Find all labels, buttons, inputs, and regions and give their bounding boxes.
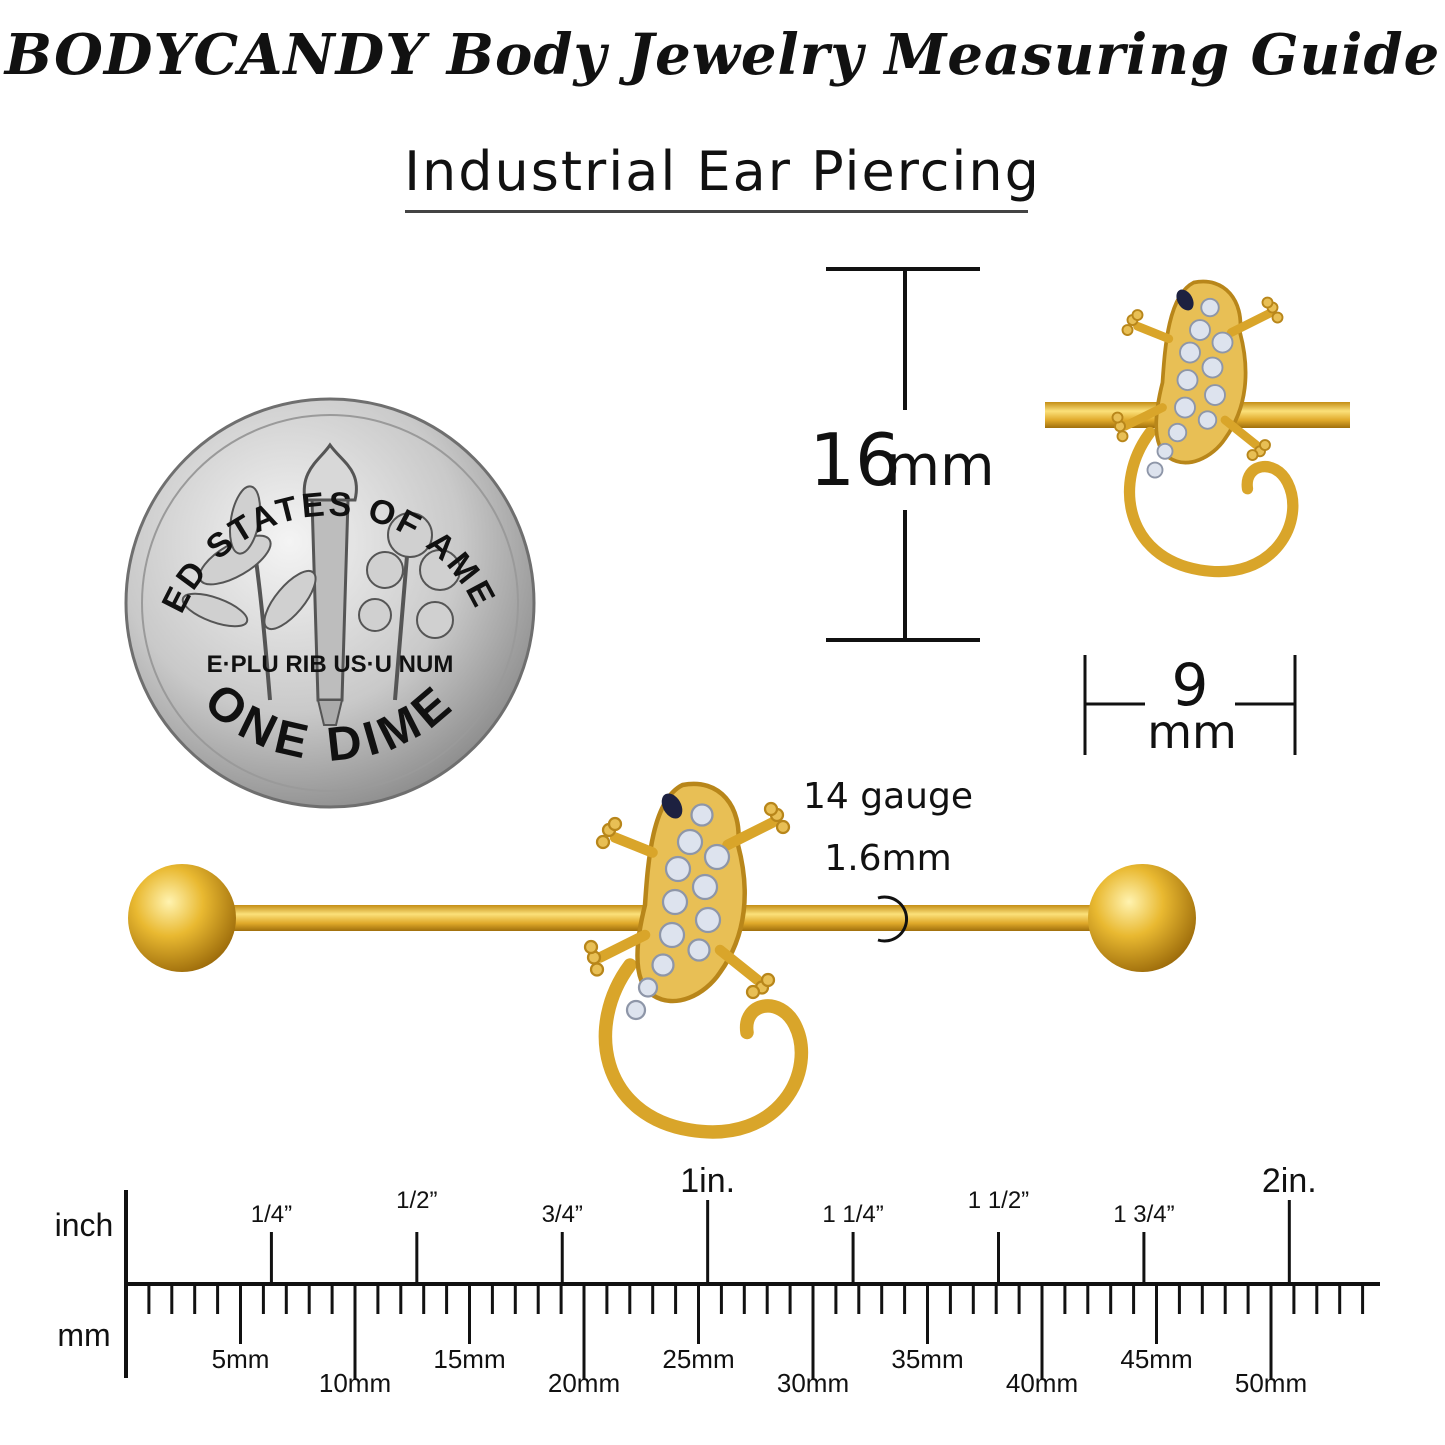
height-unit: mm: [885, 434, 994, 499]
height-value: 16: [809, 418, 901, 502]
inch-label: 1 1/4”: [822, 1201, 883, 1228]
inch-label: 1/2”: [396, 1187, 437, 1214]
gauge-mm-label: 1.6mm: [824, 838, 951, 879]
barbell-right-ball: [1088, 864, 1196, 972]
height-dimension: [826, 267, 980, 642]
inch-label: 2in.: [1262, 1162, 1317, 1200]
barbell-left-ball: [128, 864, 236, 972]
width-value: 9: [1172, 651, 1209, 719]
inch-label: 1 3/4”: [1113, 1201, 1174, 1228]
page-title: BODYCANDY Body Jewelry Measuring Guide: [4, 22, 1441, 88]
gauge-label: 14 gauge: [803, 776, 973, 817]
mm-label: 20mm: [548, 1368, 620, 1398]
inch-axis-label: inch: [55, 1207, 114, 1243]
gecko-detail-view: [1045, 282, 1350, 572]
gecko-charm: [585, 784, 801, 1132]
coin-motto: E·PLU RIB US·U NUM: [207, 651, 454, 678]
mm-ticks: [147, 1284, 1365, 1379]
subtitle-underline: [405, 210, 1028, 213]
mm-label: 45mm: [1120, 1344, 1192, 1374]
mm-label: 5mm: [212, 1344, 270, 1374]
page-subtitle: Industrial Ear Piercing: [404, 140, 1041, 203]
inch-label: 1 1/2”: [968, 1187, 1029, 1214]
mm-label: 10mm: [319, 1368, 391, 1398]
industrial-barbell: [128, 784, 1196, 1132]
mm-label: 35mm: [891, 1344, 963, 1374]
inch-ticks: [269, 1200, 1291, 1284]
ruler: inch mm 1/4” 1/2” 3/4” 1in. 1 1/4” 1 1/2” 1 3/…: [55, 1162, 1380, 1398]
mm-label: 50mm: [1235, 1368, 1307, 1398]
dime-coin: UNITED STATES OF AMERICA E·PLU RIB US·U …: [0, 0, 536, 809]
inch-label: 3/4”: [542, 1201, 583, 1228]
mm-label: 15mm: [433, 1344, 505, 1374]
gauge-indicator: [877, 895, 909, 943]
mm-label: 25mm: [662, 1344, 734, 1374]
inch-label: 1in.: [680, 1162, 735, 1200]
mm-axis-label: mm: [57, 1317, 110, 1353]
mm-label: 30mm: [777, 1368, 849, 1398]
width-dimension: [1083, 655, 1297, 755]
mm-label: 40mm: [1006, 1368, 1078, 1398]
inch-label: 1/4”: [251, 1201, 292, 1228]
width-unit: mm: [1147, 705, 1237, 759]
